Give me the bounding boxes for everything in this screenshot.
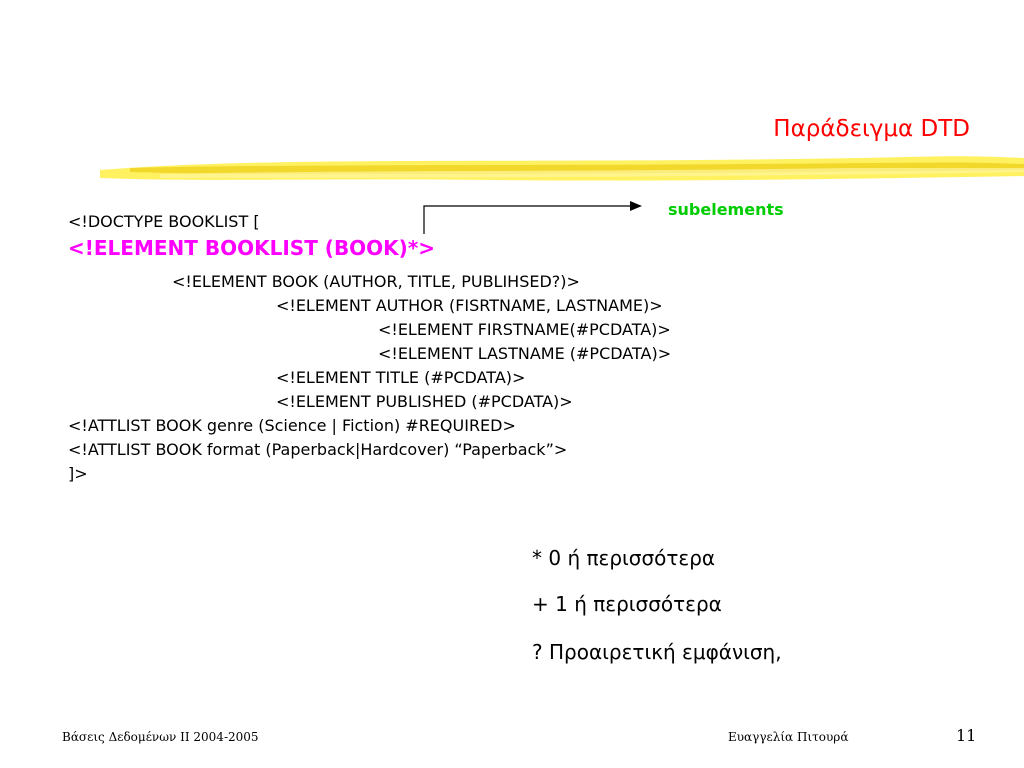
code-line-attlist-genre: <!ATTLIST BOOK genre (Science | Fiction)… [68, 416, 516, 435]
slide-title: Παράδειγμα DTD [773, 116, 970, 142]
code-line-attlist-format: <!ATTLIST BOOK format (Paperback|Hardcov… [68, 440, 568, 459]
legend-item-question: ? Προαιρετική εμφάνιση, [532, 640, 782, 664]
arrow-annotation [423, 201, 642, 234]
code-line-element-booklist: <!ELEMENT BOOKLIST (BOOK)*> [68, 236, 436, 260]
code-line-element-book: <!ELEMENT BOOK (AUTHOR, TITLE, PUBLIHSED… [172, 272, 580, 291]
code-line-element-published: <!ELEMENT PUBLISHED (#PCDATA)> [276, 392, 573, 411]
footer-author: Ευαγγελία Πιτουρά [728, 730, 849, 744]
code-line-close: ]> [68, 464, 88, 483]
code-line-element-title: <!ELEMENT TITLE (#PCDATA)> [276, 368, 526, 387]
code-line-doctype: <!DOCTYPE BOOKLIST [ [68, 212, 260, 231]
legend-item-plus: + 1 ή περισσότερα [532, 592, 722, 616]
subelements-annotation: subelements [668, 200, 784, 219]
legend-item-star: * 0 ή περισσότερα [532, 546, 716, 570]
footer-course: Βάσεις Δεδομένων ΙΙ 2004-2005 [62, 730, 259, 744]
page-number: 11 [956, 726, 977, 745]
code-line-element-lastname: <!ELEMENT LASTNAME (#PCDATA)> [378, 344, 672, 363]
code-line-element-author: <!ELEMENT AUTHOR (FISRTNAME, LASTNAME)> [276, 296, 663, 315]
code-line-element-firstname: <!ELEMENT FIRSTNAME(#PCDATA)> [378, 320, 671, 339]
highlighter-stroke-decoration [100, 156, 1024, 181]
